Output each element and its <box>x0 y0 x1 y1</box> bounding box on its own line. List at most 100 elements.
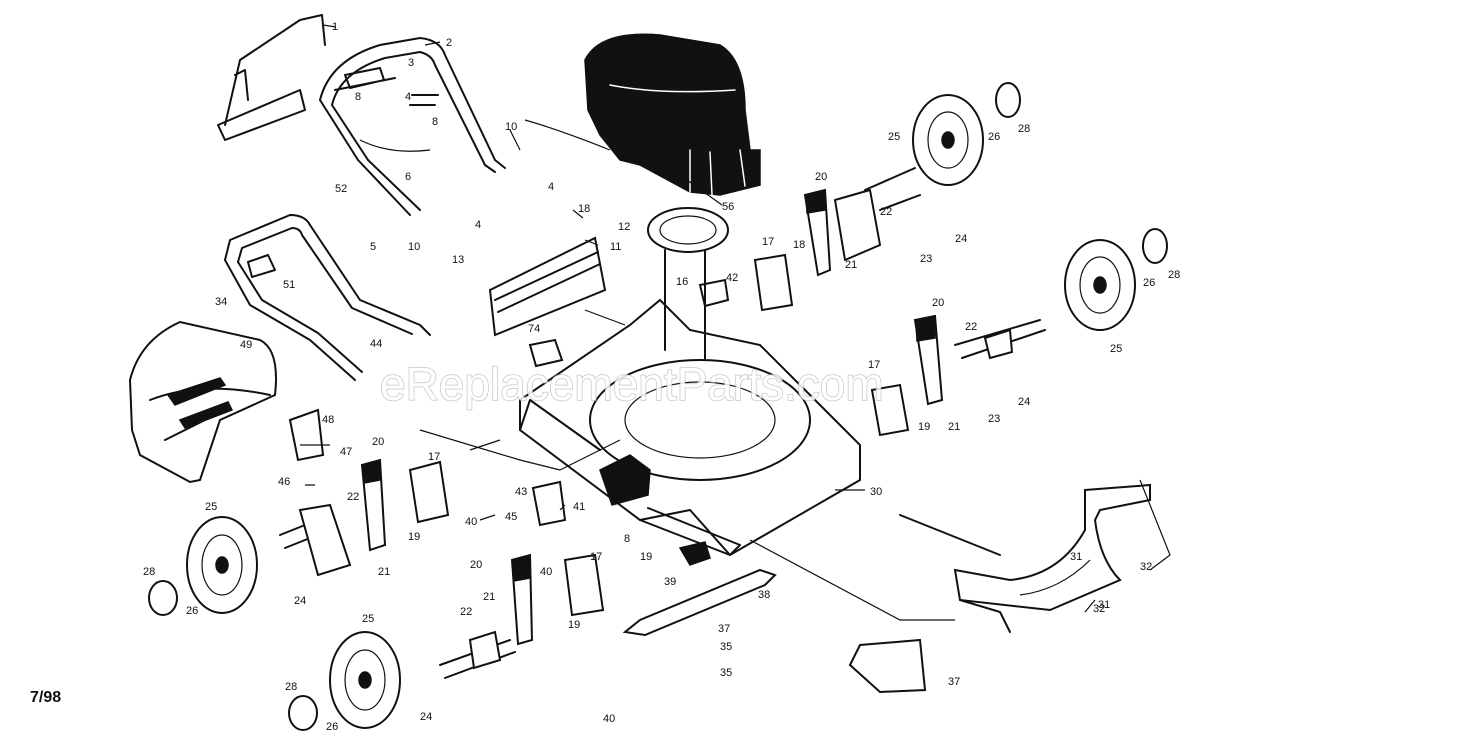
part-label-28: 28 <box>143 566 155 578</box>
part-label-10: 10 <box>408 241 420 253</box>
part-label-5: 5 <box>370 241 376 253</box>
part-label-20: 20 <box>470 559 482 571</box>
part-label-1: 1 <box>332 21 338 33</box>
part-label-20: 20 <box>815 171 827 183</box>
wheel-front-right <box>1064 228 1168 331</box>
part-label-10: 10 <box>505 121 517 133</box>
part-label-30: 30 <box>870 486 882 498</box>
part-label-20: 20 <box>932 297 944 309</box>
part-label-18: 18 <box>578 203 590 215</box>
part-label-17: 17 <box>762 236 774 248</box>
part-label-13: 13 <box>452 254 464 266</box>
part-label-25: 25 <box>362 613 374 625</box>
part-label-24: 24 <box>294 595 306 607</box>
part-label-21: 21 <box>845 259 857 271</box>
part-label-25: 25 <box>888 131 900 143</box>
part-label-25: 25 <box>1110 343 1122 355</box>
part-label-25: 25 <box>205 501 217 513</box>
part-label-40: 40 <box>540 566 552 578</box>
baffle-plate <box>848 638 927 694</box>
part-label-35: 35 <box>720 667 732 679</box>
part-label-26: 26 <box>186 605 198 617</box>
part-label-56: 56 <box>722 201 734 213</box>
part-label-28: 28 <box>285 681 297 693</box>
part-label-4: 4 <box>548 181 554 193</box>
part-label-35: 35 <box>720 641 732 653</box>
part-label-4: 4 <box>405 91 411 103</box>
part-label-39: 39 <box>664 576 676 588</box>
part-label-22: 22 <box>347 491 359 503</box>
part-label-24: 24 <box>955 233 967 245</box>
part-label-49: 49 <box>240 339 252 351</box>
part-label-17: 17 <box>868 359 880 371</box>
part-label-2: 2 <box>446 37 452 49</box>
mower-deck <box>519 298 861 557</box>
part-label-19: 19 <box>568 619 580 631</box>
part-label-17: 17 <box>590 551 602 563</box>
part-label-46: 46 <box>278 476 290 488</box>
part-label-37: 37 <box>718 623 730 635</box>
figure-id: 7/98 <box>30 689 61 706</box>
wheel-rear-left <box>288 631 401 731</box>
part-label-74: 74 <box>528 323 540 335</box>
part-label-52: 52 <box>335 183 347 195</box>
part-label-42: 42 <box>726 272 738 284</box>
part-label-8: 8 <box>624 533 630 545</box>
leader-lines <box>300 24 1171 621</box>
part-label-28: 28 <box>1168 269 1180 281</box>
wheels <box>148 82 1168 731</box>
part-label-43: 43 <box>515 486 527 498</box>
part-label-17: 17 <box>428 451 440 463</box>
part-label-32: 32 <box>1093 603 1105 615</box>
part-label-8: 8 <box>432 116 438 128</box>
part-label-38: 38 <box>758 589 770 601</box>
part-label-40: 40 <box>465 516 477 528</box>
part-label-12: 12 <box>618 221 630 233</box>
part-label-16: 16 <box>676 276 688 288</box>
part-label-47: 47 <box>340 446 352 458</box>
grass-catcher <box>128 320 277 484</box>
height-adjusters <box>360 188 944 646</box>
part-label-26: 26 <box>326 721 338 733</box>
part-label-22: 22 <box>880 206 892 218</box>
part-label-23: 23 <box>920 253 932 265</box>
upper-handle <box>319 37 506 216</box>
part-label-41: 41 <box>573 501 585 513</box>
part-label-26: 26 <box>1143 277 1155 289</box>
part-label-21: 21 <box>378 566 390 578</box>
part-label-3: 3 <box>408 57 414 69</box>
part-label-51: 51 <box>283 279 295 291</box>
part-label-32: 32 <box>1140 561 1152 573</box>
part-label-21: 21 <box>483 591 495 603</box>
part-label-22: 22 <box>965 321 977 333</box>
part-label-22: 22 <box>460 606 472 618</box>
wheel-rear-right <box>912 82 1021 186</box>
part-labels: 1 2 3 8 4 8 10 52 6 10 5 51 34 49 44 4 1… <box>143 21 1180 733</box>
part-label-44: 44 <box>370 338 382 350</box>
lower-handle <box>224 214 431 381</box>
part-label-8: 8 <box>355 91 361 103</box>
part-label-34: 34 <box>215 296 227 308</box>
part-label-20: 20 <box>372 436 384 448</box>
part-label-19: 19 <box>918 421 930 433</box>
control-bail <box>217 14 611 152</box>
part-label-21: 21 <box>948 421 960 433</box>
part-label-6: 6 <box>405 171 411 183</box>
part-label-23: 23 <box>988 413 1000 425</box>
part-label-4: 4 <box>475 219 481 231</box>
part-label-26: 26 <box>988 131 1000 143</box>
engine <box>584 33 761 196</box>
part-label-40: 40 <box>603 713 615 725</box>
blade <box>622 541 777 637</box>
part-label-19: 19 <box>408 531 420 543</box>
part-label-11: 11 <box>610 241 621 253</box>
part-label-24: 24 <box>1018 396 1030 408</box>
part-label-37: 37 <box>948 676 960 688</box>
part-label-19: 19 <box>640 551 652 563</box>
part-label-31: 31 <box>1098 599 1110 611</box>
wheel-front-left <box>148 516 258 616</box>
part-label-18: 18 <box>793 239 805 251</box>
part-label-28: 28 <box>1018 123 1030 135</box>
part-label-48: 48 <box>322 414 334 426</box>
